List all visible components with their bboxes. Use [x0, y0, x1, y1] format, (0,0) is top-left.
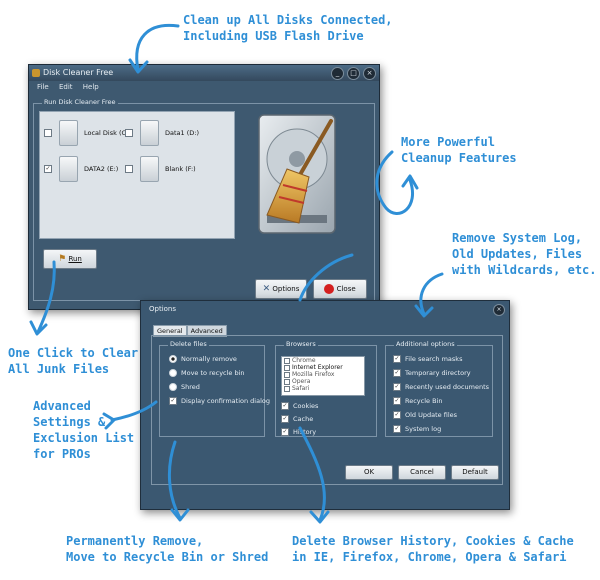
menu-file[interactable]: File: [37, 83, 49, 91]
broom-icon: ⚑: [58, 254, 67, 264]
disk-e-checkbox[interactable]: ✓: [44, 165, 52, 173]
history-checkbox[interactable]: ✓History: [281, 428, 317, 436]
browser-internet-explorer[interactable]: Internet Explorer: [282, 364, 364, 371]
maximize-button[interactable]: □: [347, 67, 360, 80]
file-search-masks-box[interactable]: ✓: [393, 355, 401, 363]
callout-permanently-remove: Permanently Remove, Move to Recycle Bin …: [66, 534, 269, 564]
main-window: Disk Cleaner Free _ □ × File Edit Help R…: [28, 64, 380, 310]
default-button[interactable]: Default: [451, 465, 499, 480]
browser-list[interactable]: Chrome Internet Explorer Mozilla Firefox…: [281, 356, 365, 396]
disk-c-label: Local Disk (C:): [84, 129, 131, 137]
callout-advanced-settings: Advanced Settings & Exclusion List for P…: [33, 399, 135, 461]
file-search-masks-checkbox[interactable]: ✓File search masks: [393, 355, 463, 363]
disk-item-c[interactable]: Local Disk (C:): [44, 120, 131, 146]
tools-icon: ✕: [262, 284, 271, 294]
main-window-title: Disk Cleaner Free: [43, 68, 114, 77]
temporary-directory-checkbox[interactable]: ✓Temporary directory: [393, 369, 471, 377]
recycle-bin-box[interactable]: ✓: [393, 397, 401, 405]
temporary-directory-box[interactable]: ✓: [393, 369, 401, 377]
recently-used-documents-box[interactable]: ✓: [393, 383, 401, 391]
disk-d-checkbox[interactable]: [125, 129, 133, 137]
cookies-box[interactable]: ✓: [281, 402, 289, 410]
radio-move-to-recycle-bin[interactable]: Move to recycle bin: [169, 369, 245, 377]
disk-item-f[interactable]: Blank (F:): [125, 156, 196, 182]
cancel-button[interactable]: Cancel: [398, 465, 446, 480]
callout-clean-all-disks: Clean up All Disks Connected, Including …: [183, 13, 393, 43]
run-button[interactable]: ⚑ Run: [43, 249, 97, 269]
hard-drive-icon: [59, 120, 78, 146]
system-log-box[interactable]: ✓: [393, 425, 401, 433]
radio-normally-remove-dot[interactable]: [169, 355, 177, 363]
recently-used-documents-checkbox[interactable]: ✓Recently used documents: [393, 383, 490, 391]
additional-options-group: Additional options: [385, 340, 493, 437]
options-window: Options × General Advanced Delete files …: [140, 300, 510, 510]
history-box[interactable]: ✓: [281, 428, 289, 436]
tab-general[interactable]: General: [153, 325, 187, 337]
window-close-button[interactable]: ×: [363, 67, 376, 80]
hard-drive-icon: [59, 156, 78, 182]
cache-box[interactable]: ✓: [281, 415, 289, 423]
disk-item-d[interactable]: Data1 (D:): [125, 120, 199, 146]
browser-opera[interactable]: Opera: [282, 378, 364, 385]
radio-shred[interactable]: Shred: [169, 383, 200, 391]
radio-shred-dot[interactable]: [169, 383, 177, 391]
minimize-button[interactable]: _: [331, 67, 344, 80]
options-title: Options: [149, 305, 177, 313]
close-circle-icon: [324, 284, 335, 294]
close-button[interactable]: Close: [313, 279, 367, 299]
browser-safari[interactable]: Safari: [282, 385, 364, 392]
delete-files-group: Delete files: [159, 340, 265, 437]
menu-help[interactable]: Help: [82, 83, 99, 91]
disk-list-panel: Local Disk (C:) Data1 (D:) ✓ DATA2 (E:) …: [39, 111, 235, 239]
system-log-checkbox[interactable]: ✓System log: [393, 425, 442, 433]
menu-bar: File Edit Help: [29, 81, 379, 93]
radio-normally-remove[interactable]: Normally remove: [169, 355, 237, 363]
disk-f-label: Blank (F:): [165, 165, 196, 173]
display-confirmation-checkbox[interactable]: ✓ Display confirmation dialog: [169, 397, 271, 405]
callout-remove-system-log: Remove System Log, Old Updates, Files wi…: [452, 231, 597, 277]
hard-drive-icon: [140, 120, 159, 146]
broom-app-icon: [32, 69, 40, 77]
options-button[interactable]: ✕ Options: [255, 279, 307, 299]
browser-chrome[interactable]: Chrome: [282, 357, 364, 364]
radio-recycle-dot[interactable]: [169, 369, 177, 377]
display-confirmation-box[interactable]: ✓: [169, 397, 177, 405]
options-close-icon[interactable]: ×: [493, 304, 505, 316]
additional-options-title: Additional options: [394, 340, 457, 348]
cookies-checkbox[interactable]: ✓Cookies: [281, 402, 319, 410]
ok-button[interactable]: OK: [345, 465, 393, 480]
disk-d-label: Data1 (D:): [165, 129, 199, 137]
main-title-bar: Disk Cleaner Free _ □ ×: [29, 65, 379, 81]
hard-drive-icon: [140, 156, 159, 182]
callout-one-click: One Click to Clear All Junk Files: [8, 346, 139, 376]
callout-delete-browser-history: Delete Browser History, Cookies & Cache …: [292, 534, 574, 564]
menu-edit[interactable]: Edit: [58, 83, 73, 91]
old-update-files-checkbox[interactable]: ✓Old Update files: [393, 411, 458, 419]
browsers-group: Browsers: [275, 340, 377, 437]
delete-files-title: Delete files: [168, 340, 209, 348]
cache-checkbox[interactable]: ✓Cache: [281, 415, 314, 423]
tab-advanced[interactable]: Advanced: [186, 325, 227, 337]
disk-f-checkbox[interactable]: [125, 165, 133, 173]
disk-c-checkbox[interactable]: [44, 129, 52, 137]
old-update-files-box[interactable]: ✓: [393, 411, 401, 419]
recycle-bin-checkbox[interactable]: ✓Recycle Bin: [393, 397, 443, 405]
disk-e-label: DATA2 (E:): [84, 165, 119, 173]
disk-item-e[interactable]: ✓ DATA2 (E:): [44, 156, 118, 182]
browser-mozilla-firefox[interactable]: Mozilla Firefox: [282, 371, 364, 378]
callout-more-powerful-cleanup: More Powerful Cleanup Features: [401, 135, 517, 165]
run-group-title: Run Disk Cleaner Free: [42, 98, 118, 106]
browsers-title: Browsers: [284, 340, 318, 348]
hard-drive-broom-icon: [258, 114, 336, 234]
